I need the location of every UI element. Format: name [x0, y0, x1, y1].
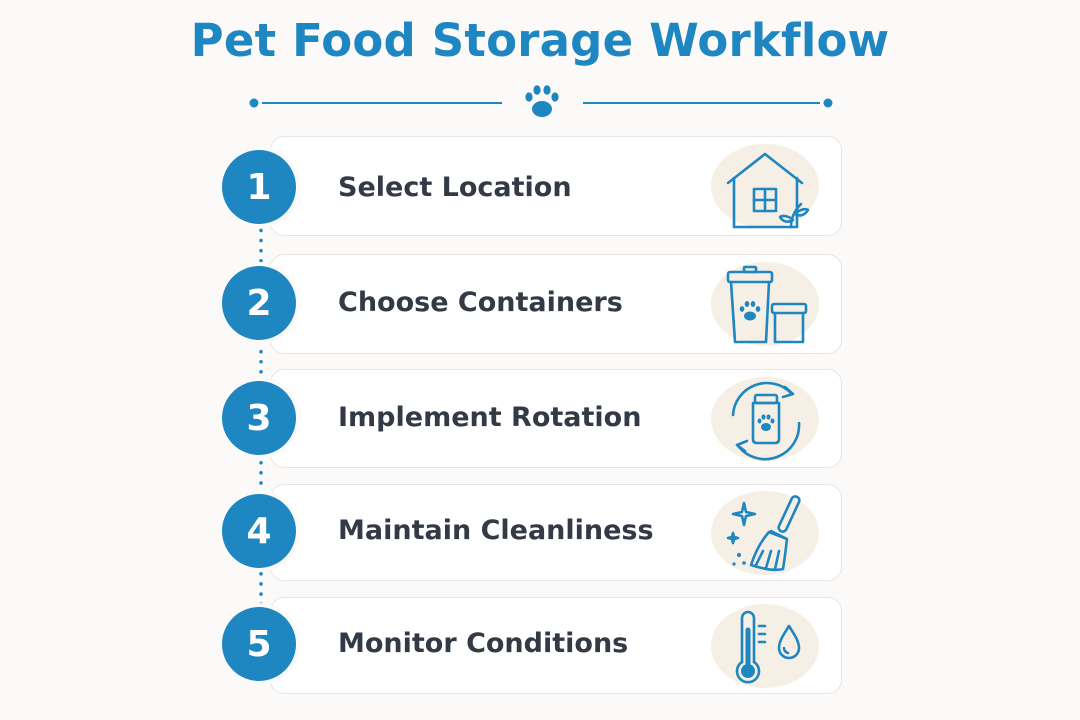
rotation-icon: [711, 377, 819, 461]
step-number-badge: 5: [222, 607, 296, 681]
title-divider: [249, 85, 833, 117]
step-label: Select Location: [338, 172, 572, 203]
house-icon: [711, 144, 819, 229]
step-number-badge: 2: [222, 266, 296, 340]
step-label: Maintain Cleanliness: [338, 515, 654, 546]
step-label: Monitor Conditions: [338, 628, 629, 659]
step-number-badge: 3: [222, 381, 296, 455]
page-title: Pet Food Storage Workflow: [190, 14, 890, 67]
containers-icon: [711, 262, 819, 346]
step-number-badge: 1: [222, 150, 296, 224]
step-label: Implement Rotation: [338, 402, 642, 433]
broom-icon: [711, 491, 819, 575]
step-label: Choose Containers: [338, 287, 623, 318]
paw-icon: [525, 85, 559, 117]
step-number-badge: 4: [222, 494, 296, 568]
thermometer-droplet-icon: [711, 604, 819, 688]
